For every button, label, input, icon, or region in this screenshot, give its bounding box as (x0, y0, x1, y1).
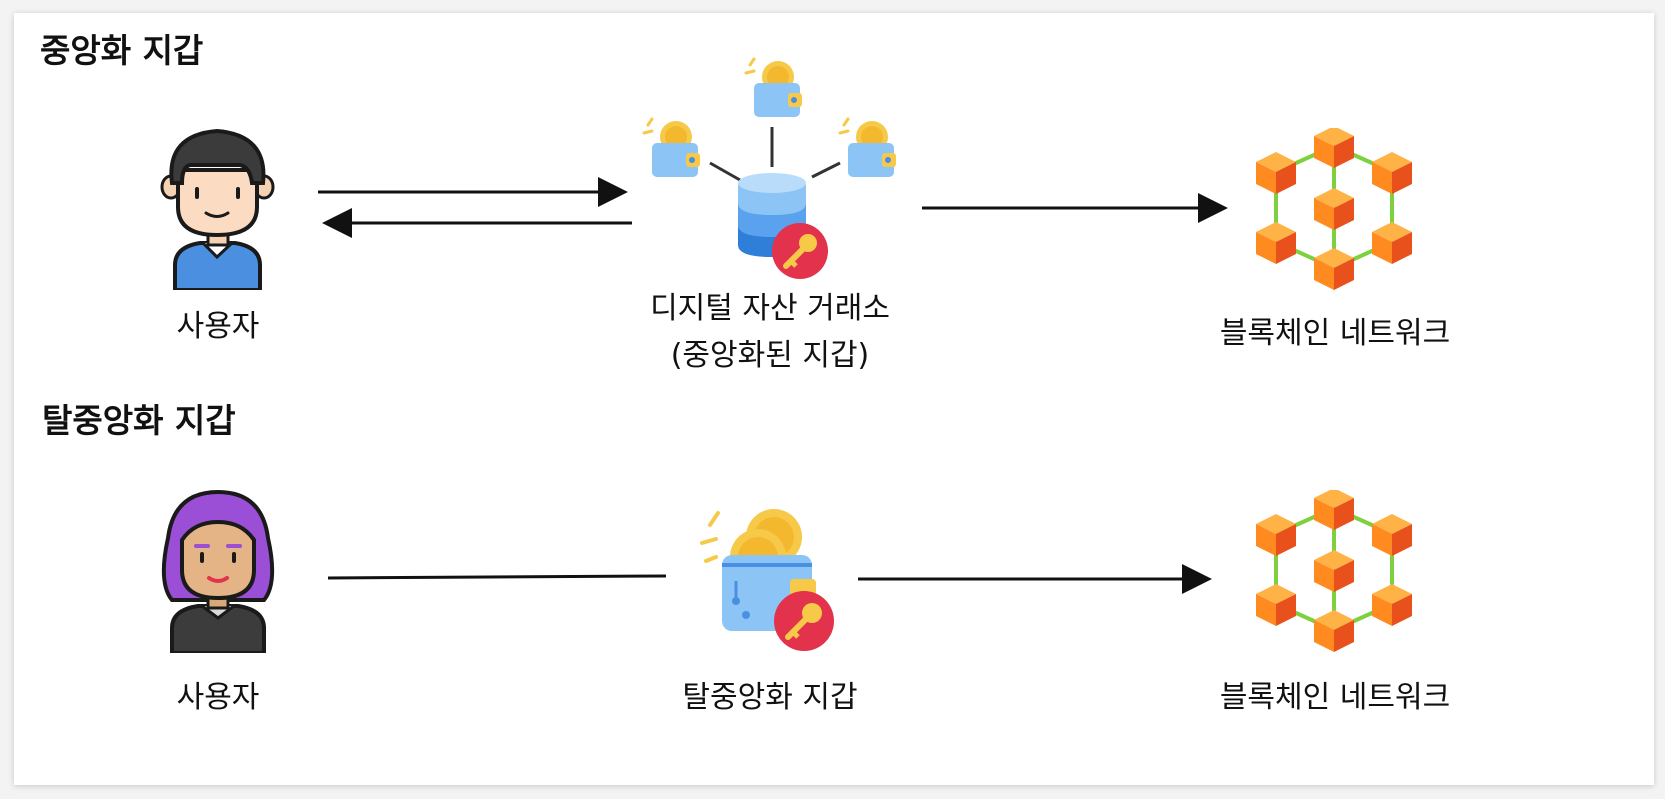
exchange-label-line1: 디지털 자산 거래소 (650, 291, 890, 326)
decentralized-network-label: 블록체인 네트워크 (1219, 680, 1451, 715)
centralized-network-label: 블록체인 네트워크 (1219, 316, 1451, 351)
male-user-icon (160, 128, 275, 290)
female-user-icon (161, 489, 275, 653)
decentralized-section-title: 탈중앙화 지갑 (42, 401, 236, 440)
crypto-wallet-icon (700, 509, 834, 651)
exchange-database-icon (642, 57, 896, 279)
blockchain-network-icon (1256, 490, 1412, 652)
centralized-section-title: 중앙화 지갑 (40, 31, 204, 70)
diagram-card (14, 13, 1654, 785)
decentralized-user-label: 사용자 (176, 680, 260, 715)
centralized-user-label: 사용자 (176, 309, 260, 344)
line-user-to-wallet (327, 574, 667, 580)
decentralized-wallet-label: 탈중앙화 지갑 (682, 680, 858, 715)
exchange-label-line2: (중앙화된 지갑) (670, 338, 870, 373)
blockchain-network-icon (1256, 128, 1412, 290)
